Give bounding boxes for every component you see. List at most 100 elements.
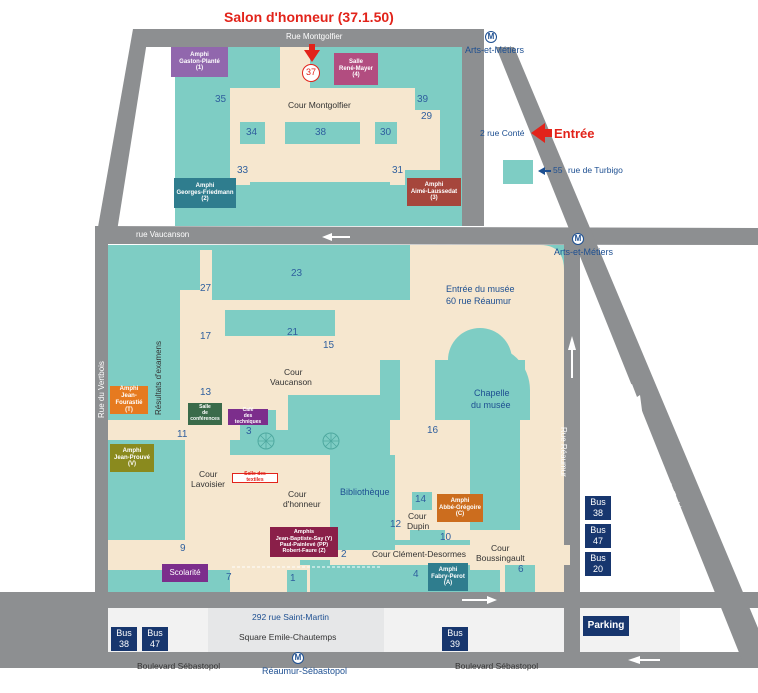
cour-dupin-label-1: Cour bbox=[408, 511, 427, 521]
building-34 bbox=[240, 122, 265, 144]
road-rue-saint-martin bbox=[0, 592, 758, 608]
metro-reaumur-sebastopol-icon: M bbox=[292, 652, 304, 664]
building-number-2: 2 bbox=[341, 549, 347, 560]
building-23 bbox=[215, 262, 365, 296]
road-rue-du-vertbois-diagonal bbox=[95, 29, 148, 244]
fountain-right-icon bbox=[322, 432, 340, 450]
arrow-turbigo-down-icon bbox=[630, 384, 643, 418]
building-number-7: 7 bbox=[226, 572, 232, 583]
building-number-21: 21 bbox=[287, 327, 299, 338]
street-rue-reaumur: Rue Réaumur bbox=[559, 427, 568, 477]
cour-honneur-label-1: Cour bbox=[288, 489, 307, 499]
metro-arts-et-metiers-2-icon: M bbox=[572, 233, 584, 245]
cour-honneur-label-2: d'honneur bbox=[283, 499, 321, 509]
cour-boussingault-label-2: Boussingault bbox=[476, 553, 525, 563]
salon-marker[interactable]: 37 bbox=[302, 64, 320, 82]
block-right-of-square bbox=[384, 608, 564, 652]
building-number-16: 16 bbox=[427, 425, 439, 436]
road-rue-de-turbigo bbox=[496, 47, 758, 660]
building-6 bbox=[505, 565, 535, 592]
cour-vaucanson-label-1: Cour bbox=[284, 367, 303, 377]
building-number-38: 38 bbox=[315, 127, 327, 138]
building-38 bbox=[285, 122, 360, 144]
metro-arts-et-metiers-1[interactable]: Arts-et-Métiers bbox=[465, 45, 525, 55]
building-number-39: 39 bbox=[417, 94, 429, 105]
boussingault-yard bbox=[470, 530, 530, 570]
turbigo-55-building bbox=[503, 160, 533, 184]
salon-red-arrow-icon bbox=[304, 44, 320, 62]
building-number-35: 35 bbox=[215, 94, 227, 105]
salon-honneur-title: Salon d'honneur (37.1.50) bbox=[224, 9, 394, 25]
building-number-30: 30 bbox=[380, 127, 392, 138]
arrow-vaucanson-left-icon bbox=[322, 233, 350, 241]
square-emile-chautemps bbox=[208, 608, 384, 652]
arrow-sebastopol-left-icon bbox=[628, 656, 660, 664]
chapelle-apse bbox=[448, 328, 512, 392]
chapelle-label-2: du musée bbox=[471, 400, 511, 410]
road-left-edge bbox=[0, 608, 108, 652]
building-number-31: 31 bbox=[392, 165, 404, 176]
building-number-3: 3 bbox=[246, 426, 252, 437]
building-number-13: 13 bbox=[200, 387, 212, 398]
building-number-23: 23 bbox=[291, 268, 303, 279]
building-number-9: 9 bbox=[180, 543, 186, 554]
building-lower-middle bbox=[250, 182, 390, 226]
turbigo-entrance-number: 55 bbox=[553, 165, 563, 175]
building-number-11: 11 bbox=[177, 429, 188, 440]
building-number-17: 17 bbox=[200, 331, 212, 342]
street-rue-vaucanson: rue Vaucanson bbox=[136, 230, 190, 239]
building-number-27: 27 bbox=[200, 283, 212, 294]
building-21 bbox=[225, 310, 335, 336]
parking-sign[interactable]: Parking bbox=[583, 616, 629, 636]
building-number-1: 1 bbox=[290, 573, 296, 584]
cour-boussingault-label-1: Cour bbox=[491, 543, 510, 553]
building-14 bbox=[412, 492, 432, 510]
cour-lavoisier-label-1: Cour bbox=[199, 469, 218, 479]
turbigo-blue-arrow-icon bbox=[538, 167, 551, 175]
street-rue-du-vertbois-left: Rue du Vertbois bbox=[97, 361, 106, 418]
metro-reaumur-sebastopol[interactable]: Réaumur-Sébastopol bbox=[262, 666, 348, 676]
building-number-34: 34 bbox=[246, 127, 258, 138]
road-rue-montgolfier bbox=[133, 29, 484, 47]
top-yard-lower bbox=[230, 170, 405, 185]
street-rue-saint-martin: 292 rue Saint-Martin bbox=[252, 612, 330, 622]
building-1 bbox=[287, 570, 307, 592]
entree-address: 2 rue Conté bbox=[480, 128, 525, 138]
building-number-12: 12 bbox=[390, 519, 402, 530]
fountain-left-icon bbox=[257, 432, 275, 450]
building-number-4: 4 bbox=[413, 569, 419, 580]
bibliotheque-label: Bibliothèque bbox=[340, 487, 390, 497]
square-emile-chautemps-label: Square Emile-Chautemps bbox=[239, 632, 337, 642]
street-bd-sebastopol-left: Boulevard Sébastopol bbox=[137, 661, 221, 671]
building-number-6: 6 bbox=[518, 564, 524, 575]
street-rue-montgolfier: Rue Montgolfier bbox=[286, 32, 343, 41]
musee-entrance-label-1: Entrée du musée bbox=[446, 284, 515, 294]
entree-label[interactable]: Entrée bbox=[554, 126, 595, 141]
metro-arts-et-metiers-2[interactable]: Arts-et-Métiers bbox=[554, 247, 614, 257]
scolarite[interactable]: Scolarité bbox=[162, 564, 208, 582]
building-number-15: 15 bbox=[323, 340, 335, 351]
direction-arrows bbox=[322, 233, 660, 664]
salle-des-textiles[interactable]: Salle des textiles bbox=[232, 471, 278, 483]
arrow-reaumur-up-icon bbox=[568, 336, 576, 378]
building-bibliotheque bbox=[335, 455, 395, 550]
